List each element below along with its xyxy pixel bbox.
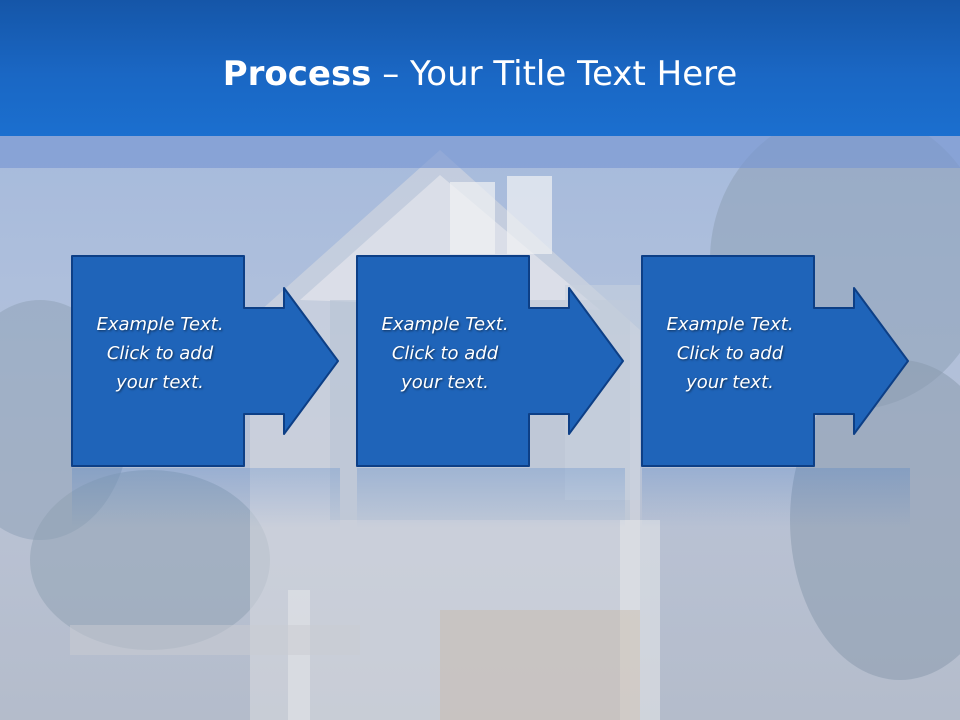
process-step-1[interactable]: Example Text. Click to add your text.: [71, 255, 339, 467]
arrow-box-shape: [71, 255, 339, 467]
process-step-2[interactable]: Example Text. Click to add your text.: [356, 255, 624, 467]
title-bold-text: Process: [222, 54, 372, 94]
step-text[interactable]: Example Text. Click to add your text.: [642, 310, 818, 397]
step-text-line: your text.: [401, 372, 489, 393]
title-rest-text: – Your Title Text Here: [371, 54, 738, 94]
step-text-line: Click to add: [676, 343, 784, 364]
step-text-line: Click to add: [391, 343, 499, 364]
arrow-box-shape: [356, 255, 624, 467]
step-reflection: [357, 468, 625, 528]
step-text-line: Example Text.: [381, 314, 509, 335]
title-bar: [0, 0, 960, 136]
step-text-line: Click to add: [106, 343, 214, 364]
step-reflection: [72, 468, 340, 528]
step-text-line: your text.: [116, 372, 204, 393]
step-reflection: [642, 468, 910, 528]
step-text-line: your text.: [686, 372, 774, 393]
step-text[interactable]: Example Text. Click to add your text.: [357, 310, 533, 397]
step-text-line: Example Text.: [96, 314, 224, 335]
step-text-line: Example Text.: [666, 314, 794, 335]
step-text[interactable]: Example Text. Click to add your text.: [72, 310, 248, 397]
process-step-3[interactable]: Example Text. Click to add your text.: [641, 255, 909, 467]
arrow-box-shape: [641, 255, 909, 467]
title-underline-strip: [0, 136, 960, 168]
slide-title[interactable]: Process – Your Title Text Here: [0, 52, 960, 96]
